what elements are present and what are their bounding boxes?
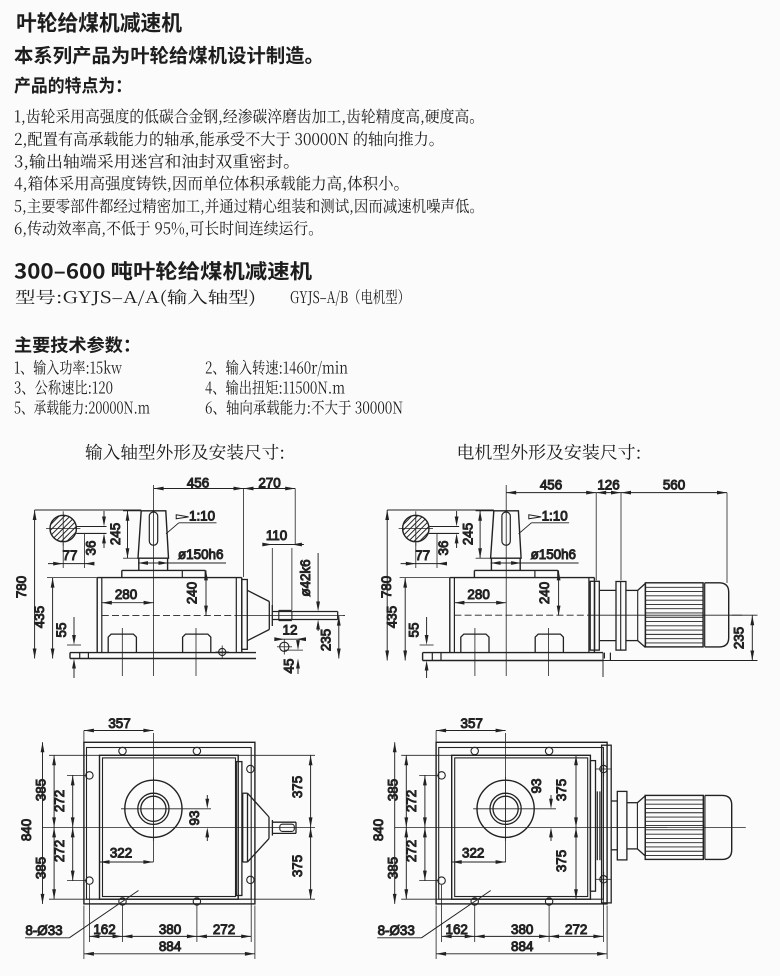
svg-text:456: 456 bbox=[540, 477, 562, 492]
svg-text:235: 235 bbox=[732, 627, 747, 649]
svg-text:55: 55 bbox=[54, 623, 69, 638]
svg-text:435: 435 bbox=[385, 606, 400, 628]
svg-text:36: 36 bbox=[84, 541, 99, 556]
svg-text:245: 245 bbox=[108, 523, 123, 545]
svg-text:375: 375 bbox=[554, 779, 569, 801]
svg-text:ø150h6: ø150h6 bbox=[178, 547, 223, 562]
svg-text:456: 456 bbox=[187, 475, 209, 490]
svg-text:375: 375 bbox=[290, 776, 305, 798]
svg-text:357: 357 bbox=[108, 716, 130, 731]
svg-text:385: 385 bbox=[34, 779, 49, 801]
svg-text:240: 240 bbox=[537, 582, 552, 604]
svg-text:357: 357 bbox=[461, 716, 483, 731]
svg-text:380: 380 bbox=[511, 922, 533, 937]
svg-text:ø150h6: ø150h6 bbox=[531, 547, 576, 562]
svg-text:240: 240 bbox=[185, 582, 200, 604]
svg-text:235: 235 bbox=[319, 629, 334, 651]
svg-text:840: 840 bbox=[19, 819, 34, 841]
svg-text:77: 77 bbox=[63, 548, 78, 563]
svg-text:1:10: 1:10 bbox=[189, 509, 215, 524]
svg-text:270: 270 bbox=[258, 475, 280, 490]
svg-text:8-Ø33: 8-Ø33 bbox=[378, 923, 415, 938]
svg-text:560: 560 bbox=[663, 477, 685, 492]
svg-text:93: 93 bbox=[187, 811, 202, 826]
svg-text:272: 272 bbox=[565, 922, 587, 937]
svg-text:45: 45 bbox=[282, 659, 297, 674]
svg-text:884: 884 bbox=[159, 939, 182, 954]
svg-text:375: 375 bbox=[554, 850, 569, 872]
svg-text:322: 322 bbox=[110, 846, 132, 861]
svg-text:110: 110 bbox=[266, 528, 287, 543]
svg-text:1:10: 1:10 bbox=[542, 509, 568, 524]
svg-text:8-Ø33: 8-Ø33 bbox=[25, 923, 62, 938]
svg-text:272: 272 bbox=[213, 922, 235, 937]
svg-text:322: 322 bbox=[462, 846, 484, 861]
svg-text:77: 77 bbox=[415, 548, 430, 563]
svg-text:245: 245 bbox=[461, 523, 476, 545]
svg-text:162: 162 bbox=[93, 922, 115, 937]
svg-text:272: 272 bbox=[404, 790, 419, 812]
svg-text:780: 780 bbox=[14, 576, 29, 598]
svg-text:162: 162 bbox=[446, 922, 468, 937]
svg-text:840: 840 bbox=[371, 819, 386, 841]
svg-text:126: 126 bbox=[597, 477, 619, 492]
svg-text:280: 280 bbox=[467, 587, 489, 602]
svg-text:93: 93 bbox=[529, 779, 544, 794]
svg-text:385: 385 bbox=[386, 779, 401, 801]
svg-text:ø42k6: ø42k6 bbox=[298, 559, 313, 596]
svg-text:780: 780 bbox=[379, 576, 394, 598]
svg-text:55: 55 bbox=[407, 623, 422, 638]
svg-text:272: 272 bbox=[52, 790, 67, 812]
svg-text:380: 380 bbox=[159, 922, 181, 937]
svg-text:36: 36 bbox=[436, 541, 451, 556]
svg-text:884: 884 bbox=[511, 939, 534, 954]
svg-text:12: 12 bbox=[283, 623, 298, 638]
svg-text:375: 375 bbox=[290, 855, 305, 877]
svg-text:280: 280 bbox=[115, 587, 137, 602]
svg-text:272: 272 bbox=[404, 840, 419, 862]
svg-text:385: 385 bbox=[34, 857, 49, 879]
svg-text:435: 435 bbox=[32, 606, 47, 628]
svg-text:272: 272 bbox=[52, 840, 67, 862]
svg-text:385: 385 bbox=[386, 857, 401, 879]
